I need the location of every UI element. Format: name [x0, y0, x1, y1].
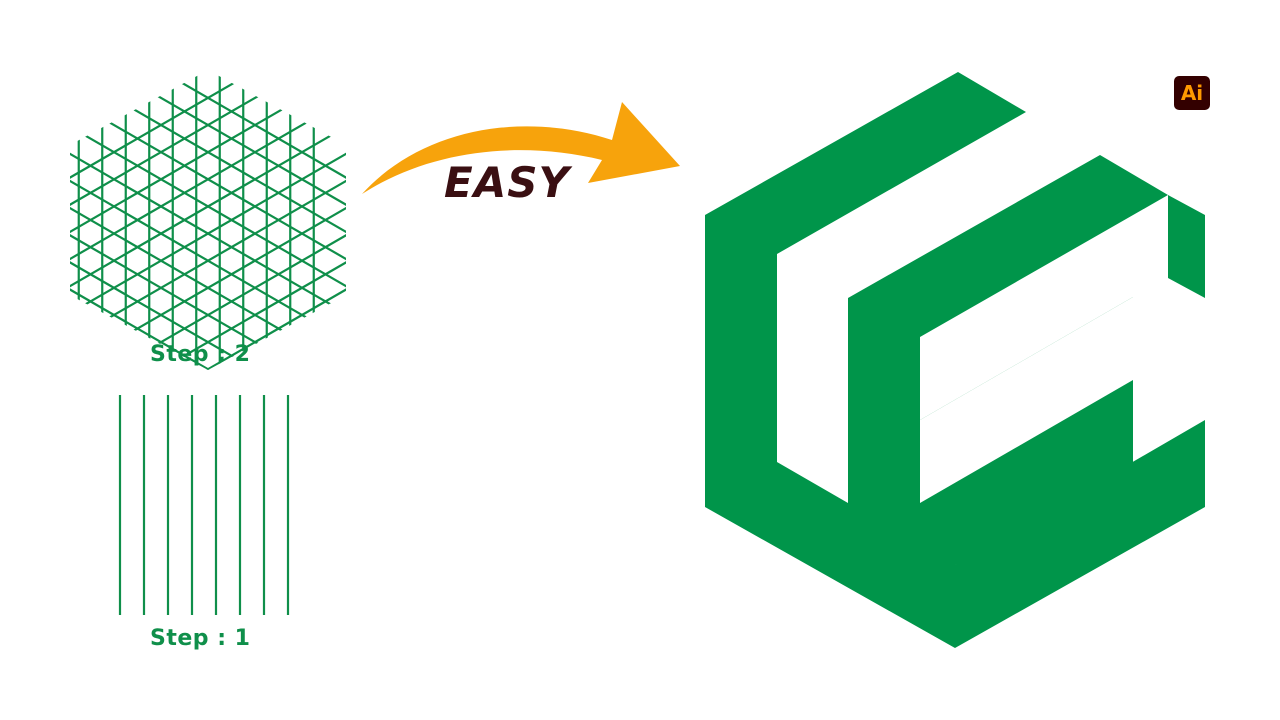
grid-line: [70, 78, 346, 341]
adobe-illustrator-icon: Ai: [1174, 76, 1210, 110]
grid-line: [70, 200, 346, 370]
step2-label: Step : 2: [150, 342, 251, 367]
easy-text: EASY: [444, 158, 570, 207]
grid-line: [70, 78, 346, 341]
grid-line: [70, 99, 346, 362]
grid-line: [70, 180, 346, 370]
grid-line: [70, 70, 346, 260]
grid-line: [70, 160, 346, 370]
grid-line: [70, 200, 346, 370]
grid-line: [70, 180, 346, 370]
grid-line: [70, 70, 346, 280]
grid-line: [70, 160, 346, 370]
grid-line: [70, 99, 346, 362]
step1-label: Step : 1: [150, 626, 251, 651]
grid-line: [70, 70, 346, 260]
grid-line: [70, 70, 346, 280]
